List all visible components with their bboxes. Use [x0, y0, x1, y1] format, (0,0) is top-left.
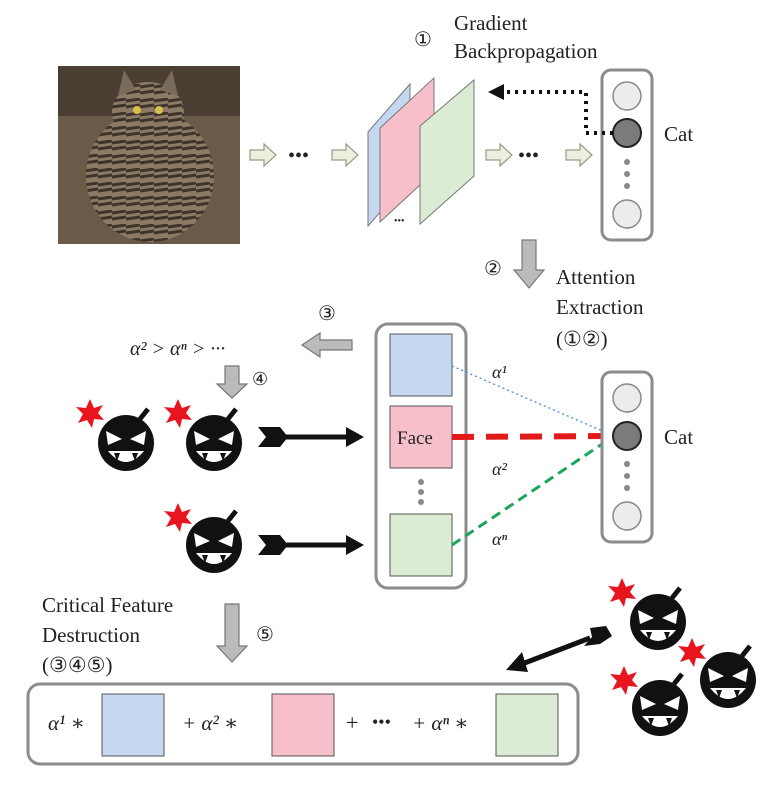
attention-line-n — [451, 434, 615, 547]
blue-feature — [389, 333, 453, 397]
step5-line1: Critical Feature — [42, 593, 173, 617]
mid-neuron — [612, 383, 642, 413]
face-feature — [389, 405, 453, 469]
attacker-bomb-icon — [164, 503, 242, 573]
bottom-neuron — [612, 199, 642, 229]
step5-down-arrow — [215, 603, 249, 663]
alpha-n-label: αⁿ — [492, 529, 507, 549]
step4-down-arrow — [215, 365, 249, 399]
attack-arrow — [506, 626, 612, 672]
step1-line1: Gradient — [454, 11, 528, 35]
step1-line2: Backpropagation — [454, 39, 598, 63]
step2-line1: Attention — [556, 265, 636, 289]
step1-marker: ① — [414, 29, 432, 51]
step5-line3: (③④⑤) — [42, 653, 112, 677]
step4-marker: ④ — [252, 369, 268, 389]
top-output-layer — [600, 68, 654, 242]
dot — [624, 171, 630, 177]
step2-down-arrow — [512, 239, 546, 289]
dot — [624, 461, 630, 467]
gradient-arrowhead — [488, 84, 504, 100]
dot — [418, 489, 424, 495]
attack-arrow — [258, 535, 364, 555]
green-feature — [389, 513, 453, 577]
attacker-bomb-icon — [608, 578, 686, 650]
top-cat-neuron — [612, 118, 642, 148]
alpha-1-label: α¹ — [492, 362, 507, 382]
dot — [418, 499, 424, 505]
mid-cat-neuron — [612, 421, 642, 451]
formula-green-feature — [495, 693, 559, 757]
attacker-bomb-icon — [164, 399, 242, 471]
face-label: Face — [397, 428, 433, 449]
step2-line3: (①②) — [556, 327, 608, 351]
dot — [624, 485, 630, 491]
step2-marker: ② — [484, 258, 502, 280]
attention-line-2 — [451, 433, 615, 440]
formula-term-n: + αⁿ ∗ — [412, 711, 469, 735]
formula-term-1: α¹ ∗ — [48, 711, 85, 735]
mid-bottom-neuron — [612, 501, 642, 531]
gradient-arrow — [500, 90, 613, 135]
formula-pink-feature — [271, 693, 335, 757]
dot — [624, 159, 630, 165]
dot — [624, 183, 630, 189]
step3-marker: ③ — [318, 303, 336, 325]
cat-image — [58, 66, 240, 244]
step5-marker: ⑤ — [256, 624, 274, 646]
forward-arrows — [249, 142, 593, 168]
attacker-bomb-icon — [76, 399, 154, 471]
step3-left-arrow — [300, 331, 353, 359]
top-neuron — [612, 81, 642, 111]
attacker-bomb-icon — [610, 666, 688, 736]
attack-arrow — [258, 427, 364, 447]
attention-line-1 — [451, 365, 615, 437]
alpha-ordering: α² > αⁿ > ··· — [130, 338, 225, 360]
formula-blue-feature — [101, 693, 165, 757]
ellipsis-right: ••• — [518, 145, 539, 167]
step5-line2: Destruction — [42, 623, 140, 647]
feature-map-ellipsis: ••• — [394, 216, 405, 227]
mid-class-label: Cat — [664, 425, 693, 449]
dot — [624, 473, 630, 479]
top-class-label: Cat — [664, 122, 693, 146]
step2-line2: Extraction — [556, 295, 644, 319]
mid-output-layer — [600, 370, 654, 544]
formula-term-2: + α² ∗ — [182, 711, 238, 735]
attacker-bomb-icon — [678, 638, 756, 708]
dot — [418, 479, 424, 485]
feature-maps — [367, 76, 475, 228]
ellipsis-left: ••• — [288, 145, 309, 167]
alpha-2-label: α² — [492, 459, 507, 479]
formula-dots: ••• — [372, 712, 391, 732]
formula-plus: + — [346, 710, 358, 735]
